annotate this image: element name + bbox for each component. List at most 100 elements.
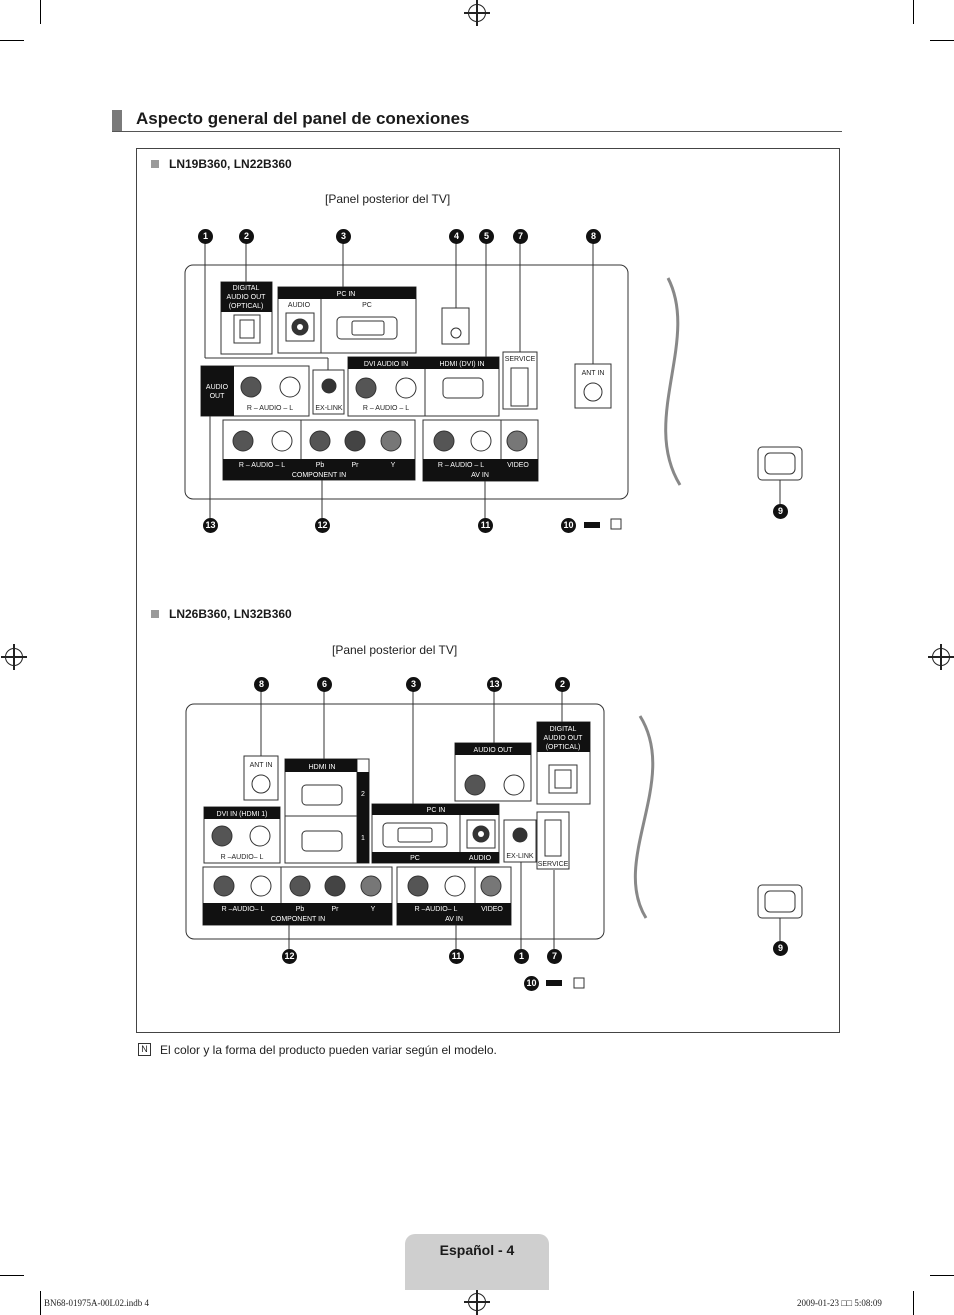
- label-r-audio-l-dvi-b: R –AUDIO– L: [221, 854, 264, 861]
- label-r-audio-l-out-b: R –AUDIO– L: [472, 758, 515, 765]
- label-audio-out-b2: AUDIO OUT: [544, 735, 584, 742]
- label-r-audio-l-dvi: R – AUDIO – L: [363, 405, 409, 412]
- crop-mark: [0, 40, 24, 41]
- callout-b-13: 13: [487, 677, 502, 692]
- callout-a-1: 1: [198, 229, 213, 244]
- label-component-in-b: COMPONENT IN: [271, 916, 325, 923]
- label-audio-out-b: AUDIO OUT: [474, 747, 514, 754]
- label-y: Y: [391, 462, 396, 469]
- label-y-b: Y: [371, 906, 376, 913]
- label-r-audio-l: R – AUDIO – L: [239, 462, 285, 469]
- callout-a-8: 8: [586, 229, 601, 244]
- label-pr: Pr: [352, 462, 360, 469]
- label-optical: (OPTICAL): [229, 303, 264, 310]
- label-component-in: COMPONENT IN: [292, 472, 346, 479]
- footer-left: BN68-01975A-00L02.indb 4: [44, 1298, 149, 1308]
- label-video-b: VIDEO: [481, 906, 503, 913]
- bullet-square-icon: [151, 610, 159, 618]
- callout-a-12: 12: [315, 518, 330, 533]
- registration-mark-icon: [928, 644, 954, 670]
- registration-mark-icon: [1, 644, 27, 670]
- callout-b-12: 12: [282, 949, 297, 964]
- registration-mark-icon: [464, 1289, 490, 1315]
- label-av-in: AV IN: [471, 472, 489, 479]
- note-text: El color y la forma del producto pueden …: [160, 1043, 497, 1057]
- model-b: LN26B360, LN32B360: [169, 607, 292, 621]
- footer-right: 2009-01-23 □□ 5:08:09: [797, 1298, 882, 1308]
- model-a: LN19B360, LN22B360: [169, 157, 292, 171]
- note-icon: N: [138, 1043, 151, 1056]
- label-ant-in-b: ANT IN: [250, 762, 273, 769]
- label-r-audio-l-av: R – AUDIO – L: [438, 462, 484, 469]
- registration-mark-icon: [464, 0, 490, 26]
- callout-a-4: 4: [449, 229, 464, 244]
- label-digital: DIGITAL: [233, 285, 260, 292]
- callout-a-5: 5: [479, 229, 494, 244]
- callout-b-8: 8: [254, 677, 269, 692]
- label-hdmi-2: 2: [361, 791, 365, 798]
- label-audio: AUDIO: [288, 302, 311, 309]
- label-audio-out-a: AUDIO: [206, 384, 229, 391]
- label-ex-link: EX-LINK: [315, 405, 343, 412]
- label-pc-b: PC: [410, 855, 420, 862]
- callout-a-2: 2: [239, 229, 254, 244]
- label-pc-in-b: PC IN: [427, 807, 446, 814]
- section-title: Aspecto general del panel de conexiones: [136, 109, 470, 128]
- callout-b-9: 9: [773, 941, 788, 956]
- label-service-b: SERVICE: [538, 861, 569, 868]
- panel-a-diagram: DIGITAL AUDIO OUT (OPTICAL) PC IN AUDIO …: [184, 243, 803, 530]
- label-dvi-audio-in: DVI AUDIO IN: [364, 361, 408, 368]
- label-service: SERVICE: [505, 356, 536, 363]
- crop-mark: [913, 1291, 914, 1315]
- page-label: Español - 4: [439, 1242, 515, 1258]
- label-r-audio-l-comp-b: R –AUDIO– L: [222, 906, 265, 913]
- label-dvi-in-hdmi1: DVI IN (HDMI 1): [217, 811, 268, 818]
- callout-a-11: 11: [478, 518, 493, 533]
- label-video: VIDEO: [507, 462, 529, 469]
- label-audio-out: AUDIO OUT: [227, 294, 267, 301]
- callout-a-7: 7: [513, 229, 528, 244]
- crop-mark: [40, 1291, 41, 1315]
- label-audio-b: AUDIO: [469, 855, 492, 862]
- label-pb-b: Pb: [296, 906, 305, 913]
- label-audio-out-a2: OUT: [210, 393, 226, 400]
- callout-b-10: 10: [524, 976, 539, 991]
- label-ant-in: ANT IN: [582, 370, 605, 377]
- label-optical-b: (OPTICAL): [546, 744, 581, 751]
- label-hdmi-in: HDMI IN: [309, 764, 336, 771]
- callout-b-2: 2: [555, 677, 570, 692]
- label-digital-b: DIGITAL: [550, 726, 577, 733]
- bullet-square-icon: [151, 160, 159, 168]
- callout-a-9: 9: [773, 504, 788, 519]
- label-hdmi-dvi-in: HDMI (DVI) IN: [439, 361, 484, 368]
- callout-b-11: 11: [449, 949, 464, 964]
- crop-mark: [913, 0, 914, 24]
- label-pc-in: PC IN: [337, 291, 356, 298]
- callout-a-13: 13: [203, 518, 218, 533]
- crop-mark: [40, 0, 41, 24]
- callout-b-3: 3: [406, 677, 421, 692]
- callout-a-10: 10: [561, 518, 576, 533]
- label-r-audio-l-out: R – AUDIO – L: [247, 405, 293, 412]
- crop-mark: [930, 40, 954, 41]
- crop-mark: [0, 1275, 24, 1276]
- page-label-tab: Español - 4: [405, 1234, 549, 1290]
- title-rule: [112, 131, 842, 132]
- label-r-audio-l-av-b: R –AUDIO– L: [415, 906, 458, 913]
- label-pc: PC: [362, 302, 372, 309]
- label-pb: Pb: [316, 462, 325, 469]
- callout-b-7: 7: [547, 949, 562, 964]
- label-pr-b: Pr: [332, 906, 340, 913]
- crop-mark: [930, 1275, 954, 1276]
- label-av-in-b: AV IN: [445, 916, 463, 923]
- diagram-frame: [136, 148, 840, 1033]
- section-title-marker: [112, 110, 122, 131]
- callout-b-1: 1: [514, 949, 529, 964]
- panel-b-diagram: HDMI IN 2 1 DVI IN (HDMI 1) AUDIO OUT R …: [185, 691, 803, 989]
- callout-a-3: 3: [336, 229, 351, 244]
- label-hdmi-1: 1: [361, 835, 365, 842]
- caption-b: [Panel posterior del TV]: [332, 643, 458, 657]
- caption-a: [Panel posterior del TV]: [325, 192, 451, 206]
- callout-b-6: 6: [317, 677, 332, 692]
- label-ex-link-b: EX-LINK: [506, 853, 534, 860]
